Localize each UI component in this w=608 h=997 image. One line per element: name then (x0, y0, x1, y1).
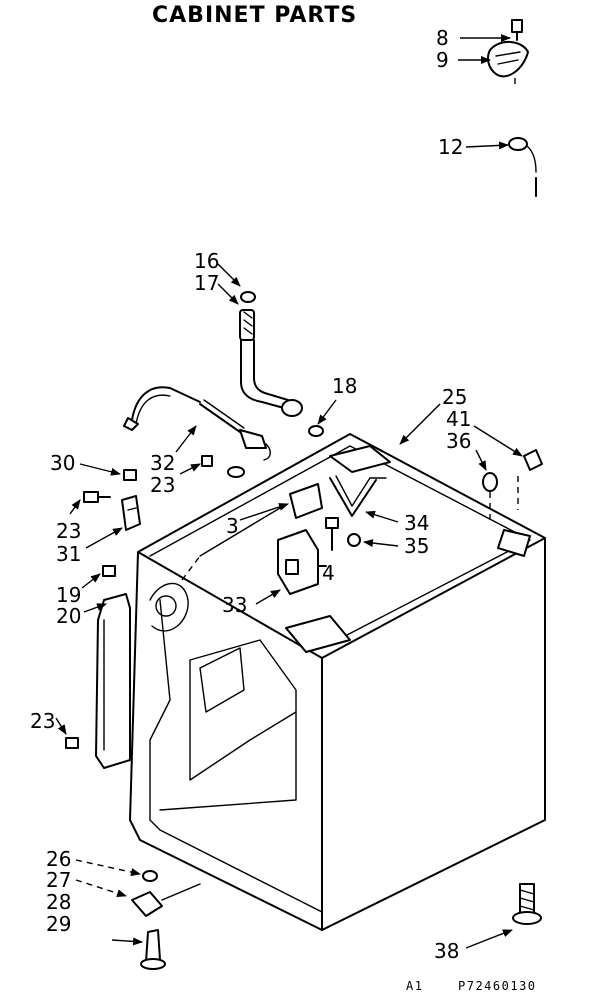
screw-part-23a (83, 491, 111, 503)
footer-code: A1 (406, 979, 423, 993)
callout-25: 25 (442, 385, 467, 409)
diagram-title: CABINET PARTS (152, 3, 357, 28)
screw-part-23b (201, 455, 245, 478)
screw-part-4 (325, 517, 339, 551)
bracket-part-34 (329, 475, 387, 517)
screw-part-41 (523, 449, 543, 471)
callout-38: 38 (434, 939, 459, 963)
callout-31: 31 (56, 542, 81, 566)
timer-block-part-33 (277, 529, 327, 595)
screw-part-8 (511, 19, 523, 41)
callout-28: 28 (46, 890, 71, 914)
cabinet-body (129, 433, 546, 931)
nut-part-35 (347, 533, 361, 547)
fill-hose-assembly (239, 291, 324, 437)
callout-34: 34 (404, 511, 429, 535)
leg-assembly-26-29 (131, 870, 201, 970)
callout-18: 18 (332, 374, 357, 398)
callout-12: 12 (438, 135, 463, 159)
callout-35: 35 (404, 534, 429, 558)
callout-30: 30 (50, 451, 75, 475)
callout-33: 33 (222, 593, 247, 617)
wire-harness-part-32 (123, 386, 271, 461)
callout-29: 29 (46, 912, 71, 936)
callout-19: 19 (56, 583, 81, 607)
callout-3: 3 (226, 514, 239, 538)
callout-23-upper: 23 (150, 473, 175, 497)
leveling-leg-part-38 (512, 883, 542, 925)
bracket-part-9 (487, 41, 529, 88)
callout-16: 16 (194, 249, 219, 273)
screw-part-23c (65, 737, 79, 749)
callout-23-left: 23 (56, 519, 81, 543)
callout-labels: 8 9 12 16 17 18 25 41 36 30 32 23 23 31 … (30, 26, 471, 963)
callout-17: 17 (194, 271, 219, 295)
callout-32: 32 (150, 451, 175, 475)
switch-part-3 (289, 483, 323, 519)
callout-27: 27 (46, 868, 71, 892)
clip-part-30 (123, 469, 137, 481)
callout-9: 9 (436, 48, 449, 72)
callout-20: 20 (56, 604, 81, 628)
leader-lines (55, 34, 523, 949)
grommet-part-12 (508, 137, 537, 197)
footer-reference: P72460130 (458, 979, 537, 993)
callout-4: 4 (322, 561, 335, 585)
bracket-part-31 (121, 495, 141, 531)
spacer-part-36 (482, 472, 519, 520)
callout-41: 41 (446, 407, 471, 431)
screw-part-19 (102, 565, 116, 577)
callout-23-lower: 23 (30, 709, 55, 733)
callout-36: 36 (446, 429, 471, 453)
side-panel-part-20 (65, 593, 131, 769)
callout-8: 8 (436, 26, 449, 50)
callout-26: 26 (46, 847, 71, 871)
